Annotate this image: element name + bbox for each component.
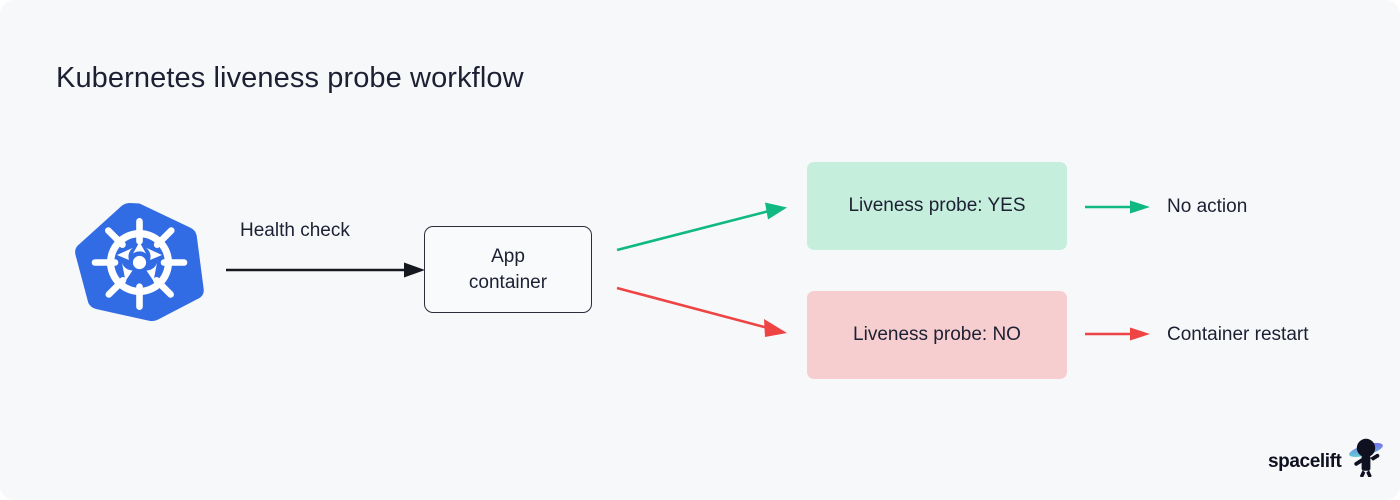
app-container-label-line1: App: [491, 246, 525, 268]
result-label-no-action: No action: [1167, 196, 1248, 217]
health-check-arrow-icon: [224, 254, 428, 286]
branch-arrows-group: [600, 185, 815, 350]
outcome-label-no: Liveness probe: NO: [853, 324, 1021, 345]
spacelift-wordmark: spacelift: [1268, 451, 1342, 472]
branch-arrow-yes: [616, 202, 787, 252]
app-container-node: App container: [424, 226, 592, 313]
result-arrow-yes-icon: [1084, 197, 1152, 217]
outcome-box-no: Liveness probe: NO: [807, 291, 1067, 379]
health-check-label: Health check: [240, 220, 350, 241]
outcome-label-yes: Liveness probe: YES: [848, 195, 1026, 216]
spacelift-logo: spacelift: [1268, 437, 1384, 479]
kubernetes-logo-icon: [73, 202, 206, 323]
result-arrow-no-icon: [1084, 324, 1152, 344]
app-container-label-line2: container: [468, 271, 548, 293]
page-title: Kubernetes liveness probe workflow: [56, 62, 524, 94]
outcome-box-yes: Liveness probe: YES: [807, 162, 1067, 250]
branch-arrow-no: [616, 286, 787, 337]
result-label-container-restart: Container restart: [1167, 324, 1309, 345]
astronaut-planet-icon: [1346, 437, 1384, 478]
app-container-label: App container: [469, 244, 547, 295]
